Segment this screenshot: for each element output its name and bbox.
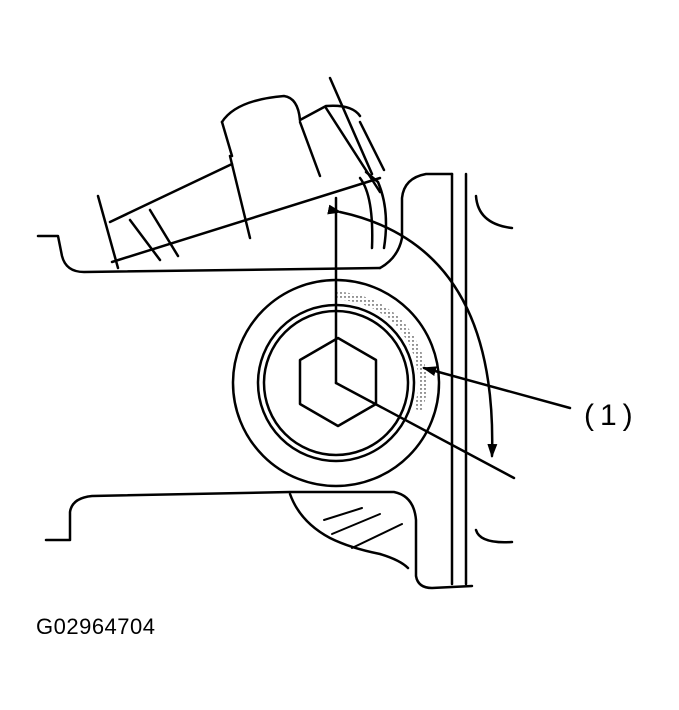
angled-bracket [96,76,386,270]
hex-socket [298,336,378,428]
callout-leader [422,366,572,410]
callout-label: (1) [584,399,639,432]
figure-id: G02964704 [36,614,156,639]
lower-housing [44,490,514,590]
angle-indicator [327,196,516,480]
